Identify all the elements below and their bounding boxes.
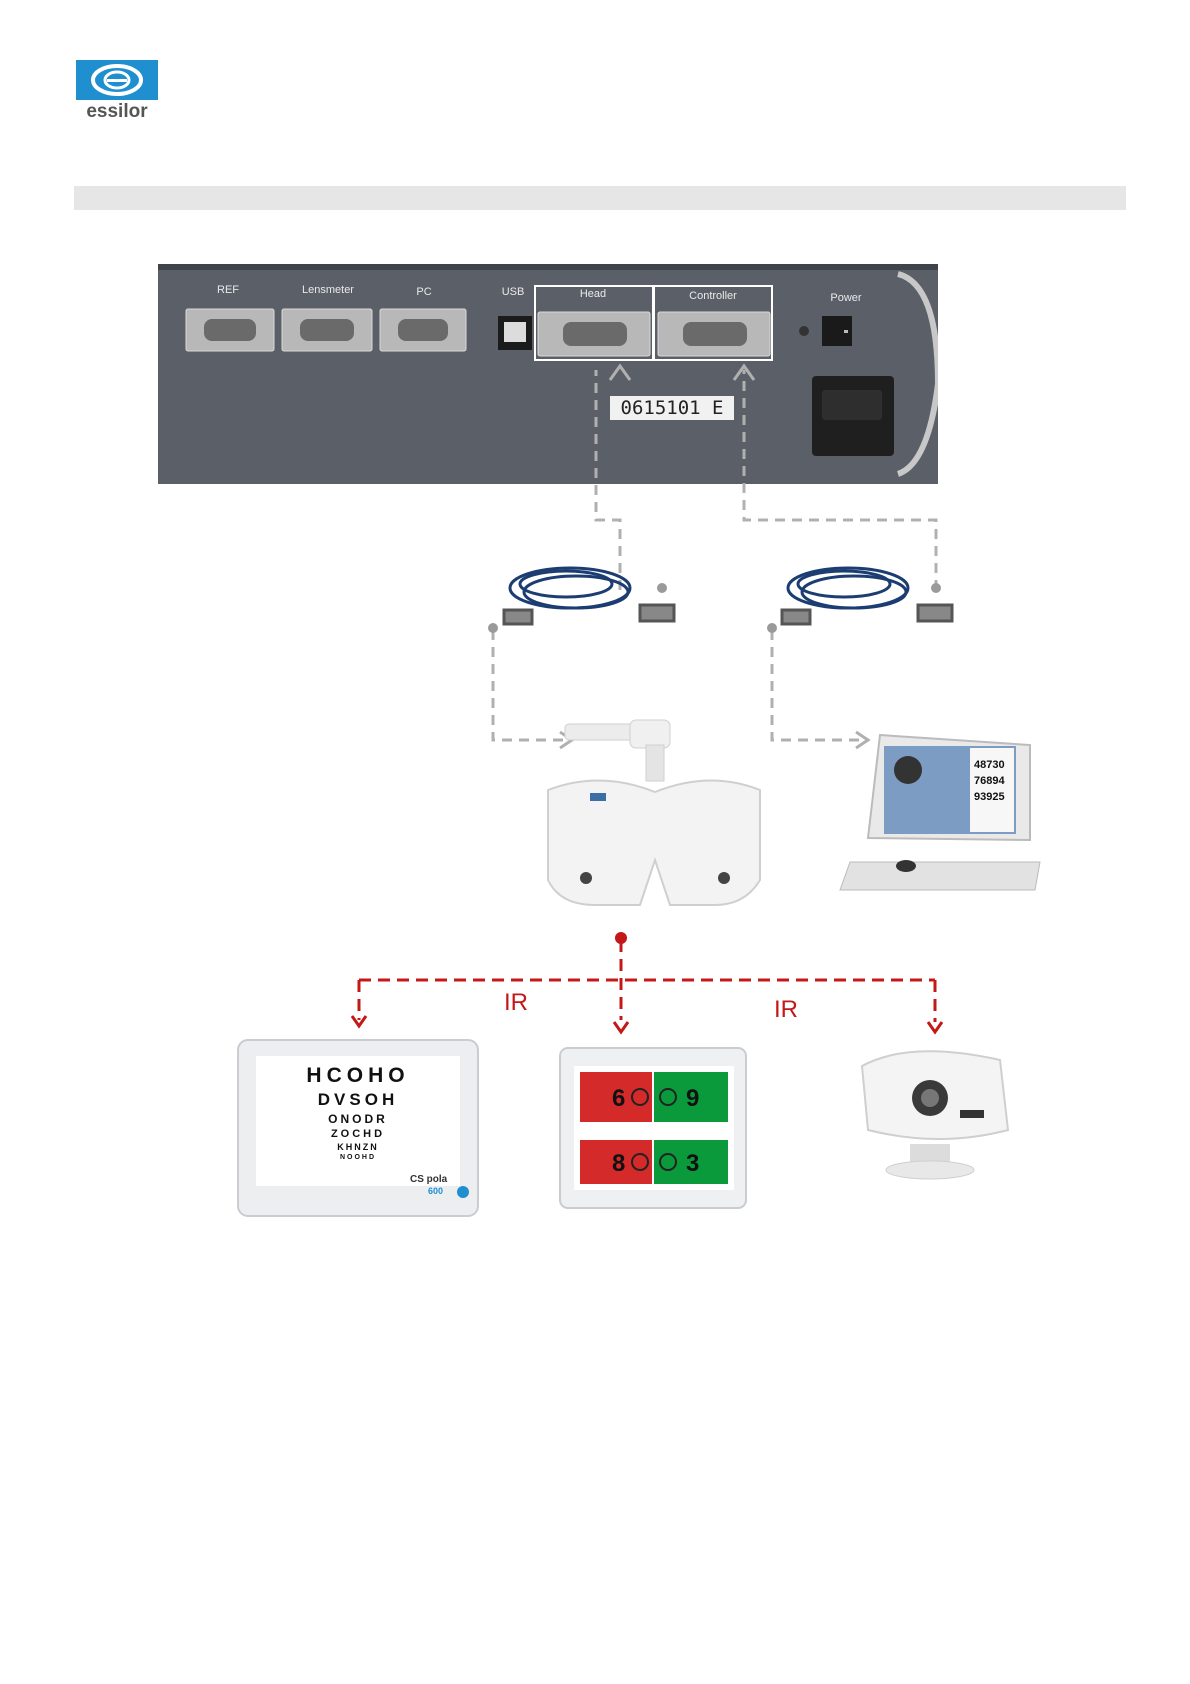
serial-number-label: 0615101 E (610, 396, 734, 420)
port-label-lensmeter: Lensmeter (284, 284, 372, 296)
section-header-bar (74, 186, 1126, 210)
arrow-right-icon (856, 732, 868, 748)
essilor-logo: essilor (76, 60, 158, 124)
port-label-controller: Controller (668, 290, 758, 302)
controller-cable-icon (782, 568, 952, 624)
tablet-value-1: 48730 (974, 759, 1005, 771)
chart-line-1: HCOHO (256, 1064, 460, 1088)
tablet-value-2: 76894 (974, 775, 1005, 787)
chart-line-4: ZOCHD (256, 1128, 460, 1140)
rg-bottom-left-digit: 8 (612, 1150, 625, 1177)
chart-line-3: ONODR (256, 1112, 460, 1126)
port-label-power: Power (816, 292, 876, 304)
head-cable-icon (504, 568, 674, 624)
red-green-test-screen-icon (560, 1048, 746, 1208)
arrow-down-icon (928, 1022, 942, 1032)
arrow-down-icon (614, 1022, 628, 1032)
ir-label-left: IR (504, 989, 528, 1016)
controller-cable-to-tablet (772, 630, 860, 740)
port-label-pc: PC (394, 286, 454, 298)
tablet-value-3: 93925 (974, 791, 1005, 803)
acuity-chart: HCOHO DVSOH ONODR ZOCHD KHNZN NOOHD (256, 1064, 460, 1182)
chart-line-2: DVSOH (256, 1090, 460, 1110)
head-cable-to-phoropter (493, 630, 565, 740)
brand-name: essilor (76, 101, 158, 123)
arrow-right-icon (560, 732, 572, 748)
chart-line-6: NOOHD (256, 1154, 460, 1161)
ir-label-right: IR (774, 996, 798, 1023)
port-label-ref: REF (198, 284, 258, 296)
rg-bottom-right-digit: 3 (686, 1150, 699, 1177)
port-label-usb: USB (488, 286, 538, 298)
chart-line-5: KHNZN (256, 1142, 460, 1152)
rg-top-right-digit: 9 (686, 1085, 699, 1112)
rear-panel: REF Lensmeter PC USB Head Controller Pow… (158, 264, 938, 484)
chart-projector-icon (862, 1051, 1008, 1179)
cable-end-dot (488, 623, 498, 633)
port-label-head: Head (558, 288, 628, 300)
phoropter-icon (548, 720, 760, 905)
chart-brand: CS pola (410, 1174, 447, 1185)
controller-tablet-icon (840, 735, 1040, 890)
arrow-down-icon (352, 1016, 366, 1026)
rg-top-left-digit: 6 (612, 1085, 625, 1112)
chart-model: 600 (428, 1186, 443, 1196)
cable-end-dot (657, 583, 667, 593)
cable-end-dot (767, 623, 777, 633)
eye-logo-icon (76, 60, 158, 100)
cable-end-dot (931, 583, 941, 593)
